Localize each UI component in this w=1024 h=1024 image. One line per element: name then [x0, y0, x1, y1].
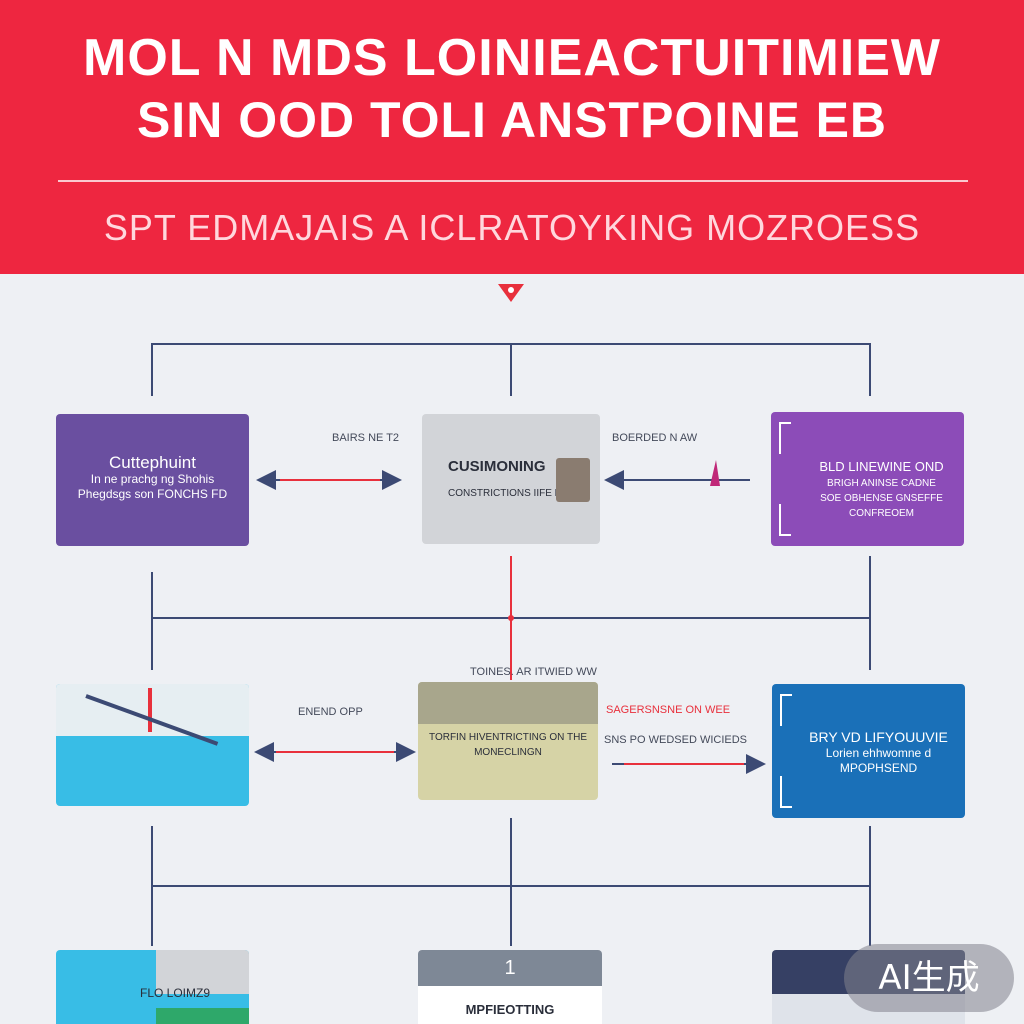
bracket-row-3	[152, 818, 870, 946]
card-violet-right[interactable]: BLD LINEWINE OND BRIGH ANINSE CADNE SOE …	[771, 412, 964, 546]
card-blue-right-line-1: Lorien ehhwomne d	[792, 746, 965, 761]
connector-label-top-left: BAIRS NE T2	[332, 432, 399, 445]
card-bottom-left[interactable]: FLO LOIMZ9	[56, 950, 249, 1024]
top-down-arrow-dot	[508, 287, 514, 293]
card-bottom-left-strip	[156, 1008, 249, 1024]
card-blue-right[interactable]: BRY VD LIFYOUUVIE Lorien ehhwomne d MPOP…	[772, 684, 965, 818]
card-purple-left-title: Cuttephuint	[56, 454, 249, 472]
card-bottom-center-title: MPFIEOTTING	[418, 1002, 602, 1017]
card-blue-right-bracket-bottom	[780, 776, 792, 808]
card-cyan-left-red-mark	[148, 688, 152, 732]
card-blue-right-title: BRY VD LIFYOUUVIE	[792, 728, 965, 746]
card-grey-center[interactable]: CUSIMONING CONSTRICTIONS IIFE LE	[422, 414, 600, 544]
card-cyan-left-image	[56, 684, 249, 736]
connector-label-mid-left: ENEND OPP	[298, 706, 363, 719]
card-bottom-left-label: FLO LOIMZ9	[140, 986, 210, 1001]
card-khaki-center-label: TOINES. AR ITWIED WW	[470, 666, 597, 679]
arrow-grey-violet-flag	[710, 460, 720, 486]
card-khaki-center[interactable]: TORFIN HIVENTRICTING ON THE MONECLINGN	[418, 682, 598, 800]
card-bottom-center[interactable]: 1 MPFIEOTTING	[418, 950, 602, 1024]
card-khaki-center-line-2: MONECLINGN	[418, 745, 598, 760]
card-violet-right-line-2: SOE OBHENSE GNSEFFE	[799, 491, 964, 506]
card-cyan-left[interactable]	[56, 684, 249, 806]
card-violet-right-line-1: BRIGH ANINSE CADNE	[799, 476, 964, 491]
connector-label-mid-right: SAGERSNSNE ON WEE	[606, 704, 730, 717]
card-grey-center-photo	[556, 458, 590, 502]
card-purple-left-line-2: Phegdsgs son FONCHS FD	[56, 487, 249, 502]
card-violet-right-bracket-top	[779, 422, 791, 454]
card-khaki-center-line-1: TORFIN HIVENTRICTING ON THE	[418, 730, 598, 745]
connector-label-mid-right-sub: SNS PO WEDSED WICIEDS	[604, 734, 747, 747]
ai-generated-watermark: AI生成	[844, 944, 1014, 1012]
bracket-row-1	[152, 344, 870, 396]
card-blue-right-bracket-top	[780, 694, 792, 726]
card-violet-right-bracket-bottom	[779, 504, 791, 536]
card-blue-right-line-2: MPOPHSEND	[792, 761, 965, 776]
card-khaki-center-image	[418, 682, 598, 724]
card-purple-left[interactable]: Cuttephuint In ne prachg ng Shohis Phegd…	[56, 414, 249, 546]
card-violet-right-line-3: CONFREOEM	[799, 506, 964, 521]
connector-label-top-right: BOERDED N AW	[612, 432, 697, 445]
card-bottom-center-number: 1	[418, 950, 602, 986]
center-red-dot	[508, 615, 514, 621]
card-purple-left-line-1: In ne prachg ng Shohis	[56, 472, 249, 487]
card-violet-right-title: BLD LINEWINE OND	[799, 458, 964, 476]
